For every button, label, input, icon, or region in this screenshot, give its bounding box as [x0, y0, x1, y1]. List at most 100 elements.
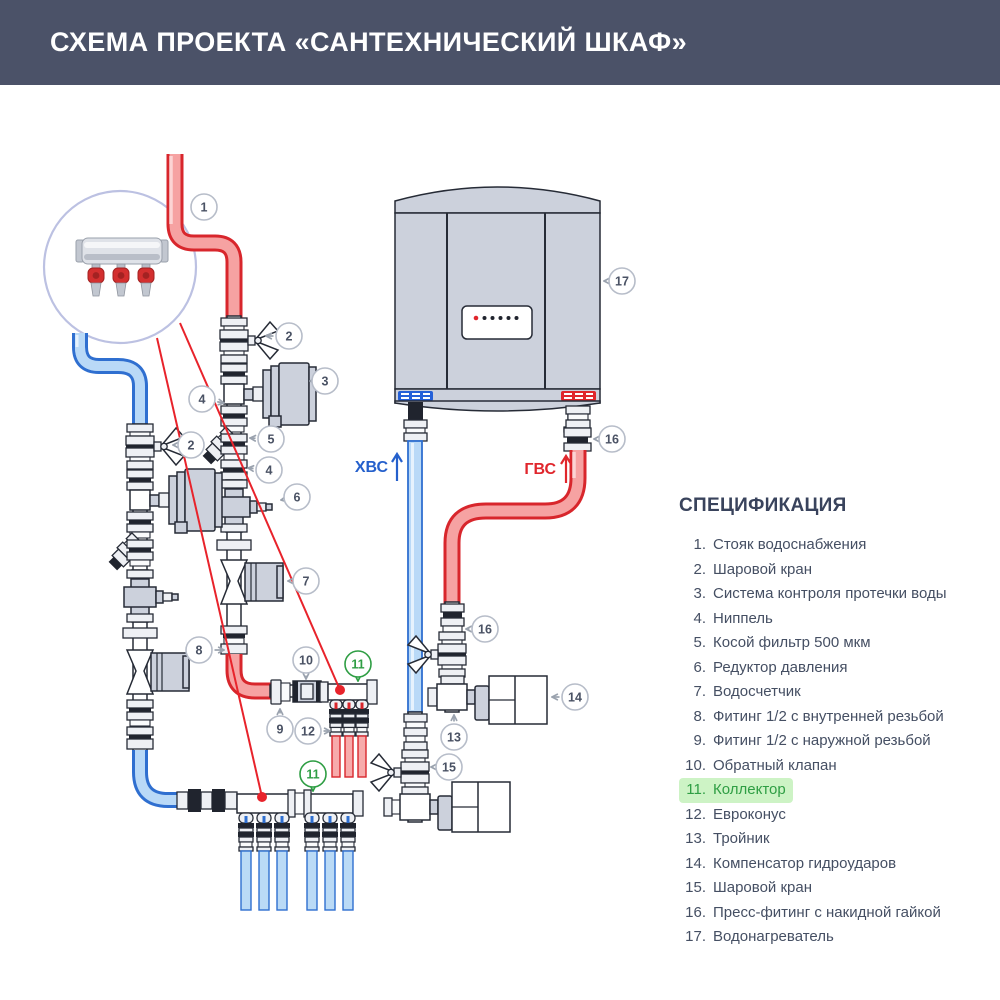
spec-item: 13. Тройник [679, 827, 777, 852]
svg-text:8: 8 [196, 644, 203, 658]
svg-text:1: 1 [201, 201, 208, 215]
press-fittings [176, 789, 238, 812]
svg-text:7: 7 [303, 575, 310, 589]
callout-4: 4 [188, 385, 225, 413]
hot-supply-label: ГВС [524, 461, 556, 478]
spec-item-number: 8. [693, 707, 706, 725]
spec-item-label: Водонагреватель [713, 928, 834, 945]
leader-dot-cold-manifold [257, 792, 267, 802]
svg-text:14: 14 [568, 691, 582, 705]
callout-11: 11 [299, 760, 327, 792]
cold-riser-pipe [72, 333, 148, 428]
callout-9: 9 [266, 708, 294, 743]
svg-text:2: 2 [188, 439, 195, 453]
spec-item-number: 11. [686, 781, 706, 798]
spec-item-label: Тройник [713, 830, 770, 847]
magnifier-leader-lines [156, 322, 345, 802]
svg-text:3: 3 [322, 375, 329, 389]
spec-item-number: 7. [693, 683, 706, 700]
cold-line-column [105, 423, 364, 911]
cold-up-arrow-icon [391, 451, 403, 481]
callout-1: 1 [190, 193, 218, 221]
spec-item: 12. Евроконус [679, 803, 793, 828]
spec-item: 9. Фитинг 1/2 с наружной резьбой [679, 729, 938, 754]
callout-2: 2 [172, 431, 205, 459]
hydro-compensator-lower [437, 781, 511, 833]
svg-text:16: 16 [605, 433, 619, 447]
spec-item-number: 5. [693, 634, 706, 651]
callout-11: 11 [344, 650, 372, 682]
spec-item-number: 13. [685, 830, 706, 847]
svg-text:2: 2 [286, 330, 293, 344]
callout-16: 16 [593, 425, 626, 453]
spec-item: 3.Система контроля протечки воды [679, 582, 954, 607]
external-thread-fitting [270, 679, 291, 705]
leader-dot-hot-manifold [335, 685, 345, 695]
callout-4: 4 [247, 456, 283, 484]
spec-item-label: Компенсатор гидроударов [713, 854, 897, 872]
callout-12: 12 [294, 717, 331, 745]
hot-port [561, 391, 596, 401]
svg-text:11: 11 [306, 768, 319, 782]
water-meter-cold [126, 649, 190, 695]
spec-item: 1.Стояк водоснабжения [679, 533, 873, 558]
callout-15: 15 [430, 753, 463, 781]
svg-text:4: 4 [199, 393, 206, 407]
callout-14: 14 [551, 683, 589, 711]
spec-item-number: 12. [685, 805, 706, 823]
supply-labels: ХВС ГВС [355, 451, 572, 483]
inset-magnifier [42, 189, 198, 345]
spec-list: 1.Стояк водоснабжения 2. Шаровой кран 3.Сис… [679, 533, 994, 950]
tee-cold [383, 793, 439, 821]
cold-manifold [236, 789, 364, 911]
svg-text:4: 4 [266, 464, 273, 478]
callout-3: 3 [309, 367, 339, 395]
spec-item-number: 2. [693, 560, 706, 578]
spec-item-label: Косой фильтр 500 мкм [713, 634, 871, 651]
svg-text:10: 10 [299, 654, 313, 668]
callout-7: 7 [287, 567, 320, 595]
spec-item: 4.Ниппель [679, 607, 780, 632]
spec-item-label: Фитинг 1/2 с наружной резьбой [713, 732, 931, 749]
ball-valve-heater-cold [370, 749, 430, 796]
svg-text:12: 12 [301, 725, 315, 739]
spec-item-number: 14. [685, 854, 706, 872]
spec-item-number: 17. [685, 928, 706, 945]
heater-control-panel [461, 305, 533, 340]
svg-text:16: 16 [478, 623, 492, 637]
press-fitting-16-top [563, 427, 592, 452]
spec-item-number: 3. [693, 585, 706, 602]
spec-item-number: 9. [693, 732, 706, 749]
svg-text:11: 11 [351, 658, 364, 672]
spec-item: 8.Фитинг 1/2 с внутренней резьбой [679, 705, 951, 730]
water-meter-hot [220, 559, 284, 605]
callout-5: 5 [249, 425, 285, 453]
header: СХЕМА ПРОЕКТА «САНТЕХНИЧЕСКИЙ ШКАФ» [0, 0, 1000, 85]
spec-item-label: Редуктор давления [713, 658, 848, 676]
svg-text:9: 9 [277, 723, 284, 737]
spec-item: 5. Косой фильтр 500 мкм [679, 631, 878, 656]
spec-item-number: 15. [685, 879, 706, 896]
spec-item-number: 10. [685, 756, 706, 774]
leak-control-device-hot [252, 362, 317, 428]
spec-item-number: 6. [693, 658, 706, 676]
spec-item-label: Евроконус [713, 805, 786, 823]
water-heater [394, 186, 601, 433]
leak-control-device-cold [158, 468, 223, 534]
spec-item-label: Водосчетчик [713, 683, 801, 700]
callout-8: 8 [185, 636, 225, 664]
hot-riser-pipe [166, 154, 243, 320]
hot-up-arrow-icon [560, 453, 572, 483]
callout-6: 6 [280, 483, 311, 511]
spec-item: 16. Пресс-фитинг с накидной гайкой [679, 901, 948, 926]
svg-text:17: 17 [615, 275, 629, 289]
callout-13: 13 [440, 714, 468, 751]
spec-item-label: Шаровой кран [713, 560, 812, 578]
spec-item-label: Коллектор [713, 781, 786, 798]
spec-item: 11. Коллектор [679, 778, 793, 803]
spec-item-number: 16. [685, 903, 706, 921]
spec-item-label: Пресс-фитинг с накидной гайкой [713, 903, 941, 921]
